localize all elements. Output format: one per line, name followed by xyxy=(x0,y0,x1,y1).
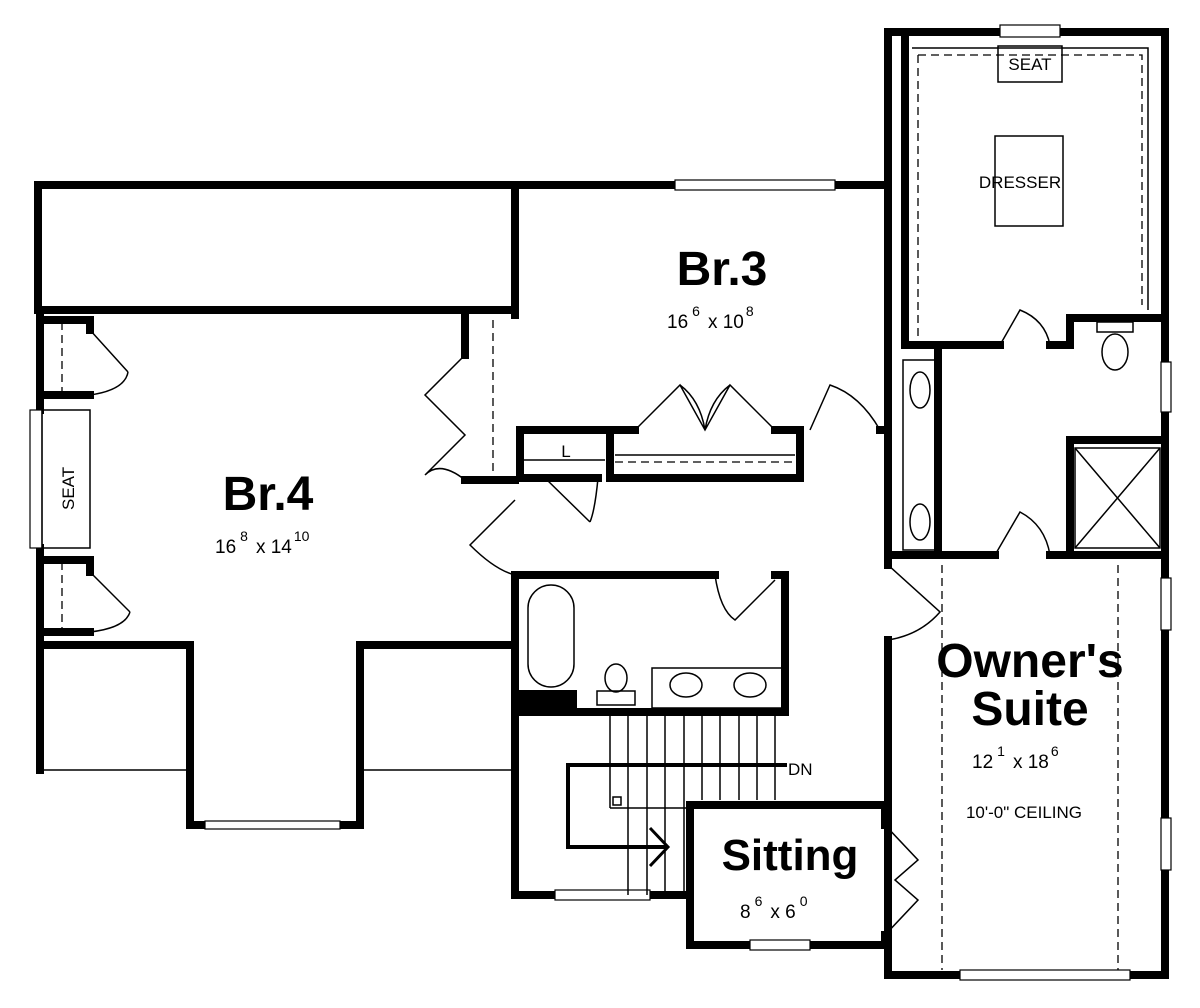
roof-area-top xyxy=(34,181,519,314)
bedroom-4-name: Br.4 xyxy=(223,468,314,521)
owners-suite-name-line1: Owner's xyxy=(936,635,1123,688)
stairs-down-label: DN xyxy=(788,760,813,779)
owner-wing-walls xyxy=(884,24,1172,981)
owners-suite-name-line2: Suite xyxy=(971,683,1088,736)
sitting-room-dimensions: 86x 60 xyxy=(740,893,808,923)
dresser-label: DRESSER xyxy=(979,173,1061,192)
sitting-room-walls xyxy=(686,801,920,951)
bedroom-3-name: Br.3 xyxy=(677,243,768,296)
owners-suite-ceiling-note: 10'-0" CEILING xyxy=(966,803,1082,822)
sitting-room-name: Sitting xyxy=(722,831,859,880)
bedroom-3-dimensions: 166x 108 xyxy=(667,303,754,333)
seat-left-label: SEAT xyxy=(59,467,78,510)
bedroom-3-walls xyxy=(511,179,889,523)
seat-top-label: SEAT xyxy=(1008,55,1051,74)
owners-suite-dimensions: 121x 186 xyxy=(972,743,1059,773)
staircase[interactable] xyxy=(511,708,787,901)
hall-bath xyxy=(511,571,789,716)
bedroom-4-dimensions: 168x 1410 xyxy=(215,528,310,558)
linen-closet-label: L xyxy=(561,442,570,461)
